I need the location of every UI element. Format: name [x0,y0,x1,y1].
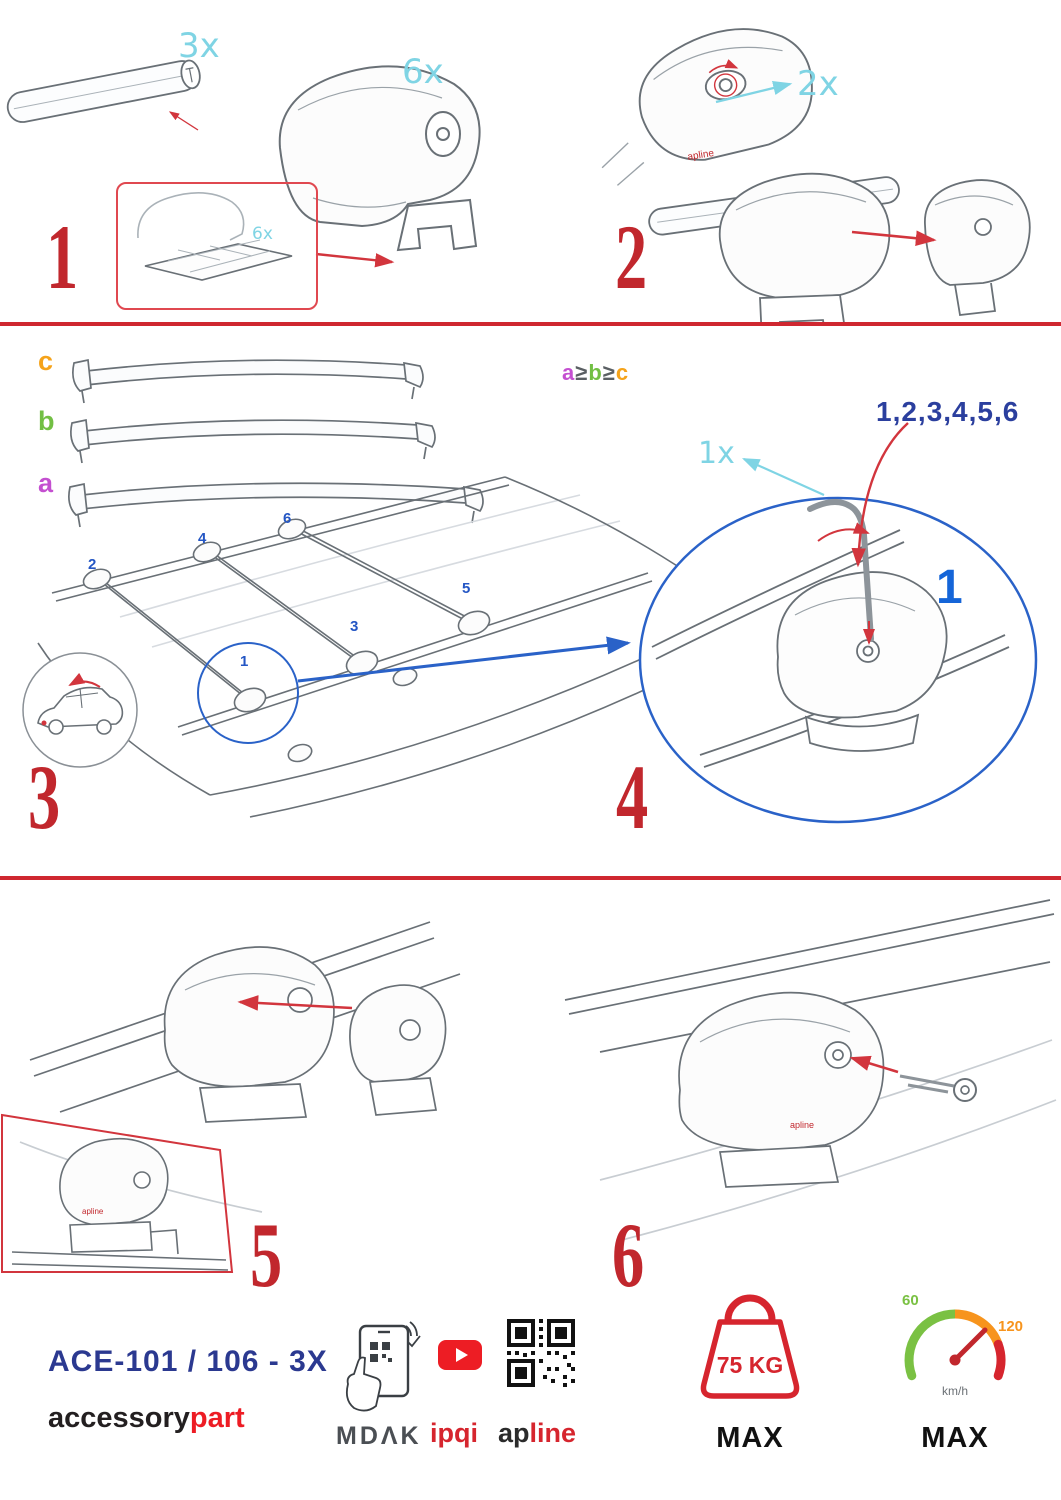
tighten-sequence-label: 1,2,3,4,5,6 [876,396,1020,427]
inequality-b: b [588,360,603,385]
brand-word-black: accessory [48,1402,190,1434]
crossbar-icon [6,59,201,131]
weight-max-label: MAX [716,1422,784,1454]
lock-qty-arrow [715,80,793,104]
step-number-1: 1 [46,206,79,308]
youtube-icon [438,1340,482,1370]
ipqi-logo: ipqi [430,1418,478,1448]
rubber-pad-icon [137,192,293,281]
roof-position-1: 1 [240,653,249,670]
model-number: ACE-101 / 106 - 3X [48,1345,328,1378]
foot-lock-icon [601,28,813,186]
weight-icon [700,1294,800,1399]
inequality-a: a [562,360,576,385]
roof-position-6: 6 [283,510,292,527]
qty-label-pad: 6x [252,224,273,244]
pad-to-foot-arrow [315,252,395,268]
roof-position-5: 5 [462,580,471,597]
bar-size-label-a: a [38,468,54,498]
step-number-2: 2 [615,206,648,308]
inequality-c: c [615,360,630,385]
step-number-6: 6 [612,1204,645,1306]
mdak-logo: MDΛK [336,1422,422,1450]
rotate-arrow [817,522,870,542]
bottom-band-drawings: apline apline [1,899,1057,1273]
qty-label-lock: 2x [797,64,839,104]
phone-scan-icon [345,1321,421,1412]
bar-size-c-icon [72,358,424,404]
sequence-arrow [851,422,909,568]
bar-size-label-c: c [38,346,54,376]
roof-position-2: 2 [88,556,97,573]
step-number-4: 4 [616,746,649,848]
roof-overview-icon [37,476,689,818]
foot-icon-step1 [278,65,481,252]
middle-band-drawings [22,358,1038,824]
section-divider-bottom [0,876,1061,880]
inequality-ge2: ≥ [602,360,616,385]
top-band-drawings: apline [6,28,1031,325]
size-inequality: a≥b≥c [562,360,629,386]
apline-word-red: line [529,1418,577,1448]
qty-label-key: 1x [698,436,735,471]
foot-brand-text: apline [790,1120,814,1130]
step-number-5: 5 [250,1204,283,1306]
speed-unit-label: km/h [941,1384,968,1398]
zoom-arrow [297,636,631,683]
roof-position-3: 3 [350,618,359,635]
rubber-pad-inset [116,182,318,310]
qr-code [507,1319,575,1387]
foot-brand-text: apline [687,148,716,163]
zoom-ellipse [638,496,1038,824]
speed-low-label: 60 [902,1292,919,1309]
key-qty-arrow [741,457,825,497]
step-number-3: 3 [28,746,61,848]
qty-label-bar: 3x [178,26,220,66]
speed-high-label: 120 [998,1318,1024,1335]
bar-endcap-assembly-icon [648,172,1031,325]
brand-word-red: part [189,1402,245,1434]
zoom-step-number: 1 [936,561,963,614]
qty-label-foot: 6x [402,52,444,92]
roof-position-4: 4 [198,530,207,547]
bar-size-a-icon [68,482,484,528]
foot-brand-text: apline [82,1207,104,1216]
bar-size-label-b: b [38,406,55,436]
foot1-highlight-circle [197,642,299,744]
bar-size-b-icon [70,418,436,464]
speedometer-icon [904,1309,1006,1381]
speed-max-label: MAX [921,1422,989,1454]
lock-key-icon: apline [564,899,1057,1241]
apline-logo: apline [498,1418,576,1449]
endcap-assembly-arrow [851,230,937,246]
clamp-side-inset: apline [1,1113,234,1273]
max-weight-label: 75 KG [716,1352,784,1378]
apline-word-black: ap [498,1418,530,1448]
section-divider-top [0,322,1061,326]
car-inset-icon [22,652,138,768]
clamp-mount-icon [19,921,461,1213]
accessorypart-logo: accessorypart [48,1402,245,1435]
inequality-ge1: ≥ [575,360,589,385]
